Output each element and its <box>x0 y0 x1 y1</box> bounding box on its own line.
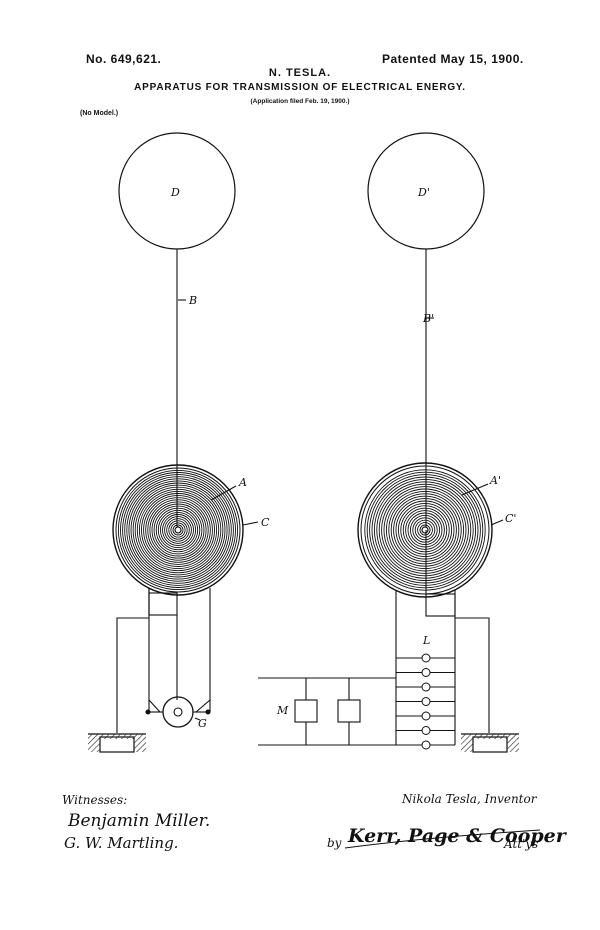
coil-winding <box>383 488 467 572</box>
coil-winding <box>381 486 469 574</box>
coil-c <box>112 464 244 596</box>
label-c-prime: C' <box>505 512 516 525</box>
generator-g <box>162 696 194 728</box>
coil-winding <box>371 476 479 584</box>
attorneys-label: Att'ys <box>504 837 539 851</box>
coil-winding <box>417 522 433 538</box>
coil-winding <box>120 472 236 588</box>
coil-winding <box>366 471 484 589</box>
label-c: C <box>261 516 270 529</box>
lamp-l <box>421 740 431 750</box>
coil-winding <box>151 503 205 557</box>
witnesses-label: Witnesses: <box>62 793 128 807</box>
label-a-prime: A' <box>489 474 501 487</box>
patent-number: No. 649,621. <box>86 52 162 66</box>
lamp-l <box>421 653 431 663</box>
coil-winding <box>159 511 197 549</box>
lamp-l <box>421 697 431 706</box>
coil-winding <box>128 480 228 580</box>
coil-winding <box>147 499 209 561</box>
patent-title: APPARATUS FOR TRANSMISSION OF ELECTRICAL… <box>134 82 466 93</box>
coil-winding <box>143 495 213 565</box>
coil-winding <box>395 500 455 560</box>
coil-winding <box>397 502 453 558</box>
model-note: (No Model.) <box>80 110 119 117</box>
coil-winding <box>172 524 184 536</box>
coil-winding <box>168 520 188 540</box>
inventor-signature-line: Nikola Tesla, Inventor <box>402 792 537 806</box>
spiral-coil-a-prime <box>364 469 486 591</box>
coil-winding <box>385 490 465 570</box>
coil-winding <box>378 483 472 577</box>
spiral-coil-a <box>117 469 239 591</box>
patented-date: Patented May 15, 1900. <box>382 52 524 66</box>
coil-winding <box>149 501 207 559</box>
coil-winding <box>376 481 474 579</box>
coil-winding <box>369 474 481 586</box>
label-d: D <box>170 186 180 199</box>
by-label: by <box>327 836 342 850</box>
coil-winding <box>419 524 431 536</box>
label-d-prime: D' <box>417 186 430 199</box>
ground-plate-right <box>472 736 508 753</box>
coil-winding <box>122 474 234 586</box>
label-b-prime: B' <box>422 312 434 325</box>
lamp-bank-l <box>396 653 455 750</box>
coil-winding <box>407 512 443 548</box>
coil-winding <box>388 493 462 567</box>
coil-winding <box>138 490 218 570</box>
label-a: A <box>238 476 247 489</box>
coil-winding <box>390 495 460 565</box>
coil-winding <box>132 484 224 576</box>
coil-winding <box>373 478 477 582</box>
coil-connector-right <box>425 593 456 617</box>
coil-winding <box>170 522 186 538</box>
witness-signature-1: Benjamin Miller. <box>67 811 210 831</box>
coil-winding <box>405 510 445 550</box>
coil-winding <box>402 507 448 553</box>
coil-winding <box>400 505 450 555</box>
application-date: (Application filed Feb. 19, 1900.) <box>250 98 350 105</box>
lamp-l <box>421 711 431 721</box>
coil-winding <box>117 469 239 591</box>
label-b: B <box>188 294 197 307</box>
lamp-l <box>421 726 431 735</box>
coil-winding <box>124 476 232 584</box>
ground-plate-left <box>99 736 135 753</box>
coil-connector-left <box>148 592 178 616</box>
coil-winding <box>141 493 215 567</box>
coil-winding <box>136 488 220 572</box>
coil-winding <box>126 478 230 582</box>
coil-c-prime <box>357 462 493 598</box>
coil-winding <box>393 498 457 562</box>
coil-winding <box>153 505 203 555</box>
coil-winding <box>166 518 190 542</box>
coil-winding <box>409 514 441 546</box>
coil-winding <box>164 516 192 544</box>
label-g: G <box>198 717 207 730</box>
coil-winding <box>364 469 486 591</box>
lamp-l <box>421 668 431 677</box>
motor-m-2 <box>337 699 361 723</box>
coil-winding <box>162 514 194 546</box>
label-l: L <box>422 634 430 647</box>
coil-winding <box>412 517 438 543</box>
label-m: M <box>276 704 289 717</box>
inventor-name: N. TESLA. <box>268 67 332 79</box>
coil-winding <box>155 507 201 553</box>
coil-winding <box>134 486 222 574</box>
coil-winding <box>130 482 226 578</box>
coil-winding <box>414 519 436 541</box>
lamp-l <box>421 682 431 692</box>
witness-signature-2: G. W. Martling. <box>64 834 178 852</box>
coil-winding <box>145 497 211 563</box>
motor-m <box>294 699 318 723</box>
coil-winding <box>157 509 199 551</box>
